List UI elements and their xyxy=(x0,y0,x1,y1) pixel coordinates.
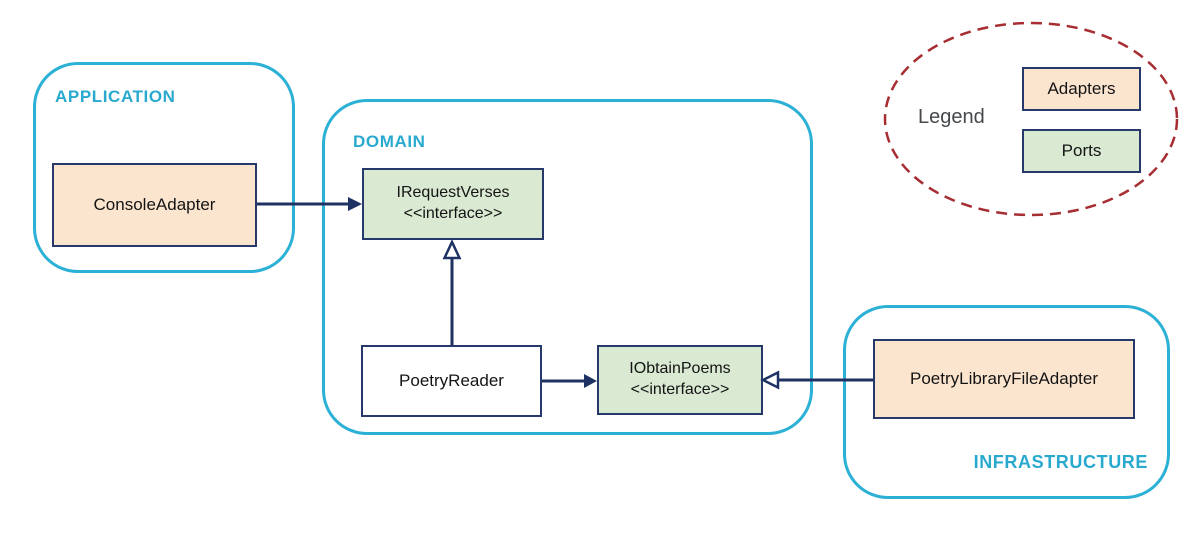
domain-container: DOMAIN xyxy=(322,99,813,435)
legend-item-adapters: Adapters xyxy=(1022,67,1141,111)
infrastructure-container: INFRASTRUCTURE xyxy=(843,305,1170,499)
infrastructure-label: INFRASTRUCTURE xyxy=(973,452,1148,472)
node-console-adapter-label: ConsoleAdapter xyxy=(93,194,216,214)
node-poetry-library-file-adapter: PoetryLibraryFileAdapter xyxy=(873,339,1135,419)
node-console-adapter: ConsoleAdapter xyxy=(52,163,257,247)
legend-item-ports: Ports xyxy=(1022,129,1141,173)
application-label: APPLICATION xyxy=(55,87,176,106)
node-iobtain-poems-label: IObtainPoems xyxy=(629,360,731,378)
node-iobtain-poems: IObtainPoems <<interface>> xyxy=(597,345,763,415)
node-poetry-reader-label: PoetryReader xyxy=(399,370,504,390)
node-iobtain-poems-stereotype: <<interface>> xyxy=(630,381,730,398)
node-irequest-verses-stereotype: <<interface>> xyxy=(403,205,503,222)
application-container: APPLICATION xyxy=(33,62,295,273)
legend-item-adapters-label: Adapters xyxy=(1047,79,1116,98)
node-irequest-verses: IRequestVerses <<interface>> xyxy=(362,168,544,240)
legend-item-ports-label: Ports xyxy=(1061,141,1102,160)
node-poetry-library-file-adapter-label: PoetryLibraryFileAdapter xyxy=(909,368,1099,388)
node-irequest-verses-label: IRequestVerses xyxy=(396,184,510,202)
node-poetry-reader: PoetryReader xyxy=(361,345,542,417)
domain-label: DOMAIN xyxy=(353,132,426,151)
legend-title: Legend xyxy=(918,106,985,128)
